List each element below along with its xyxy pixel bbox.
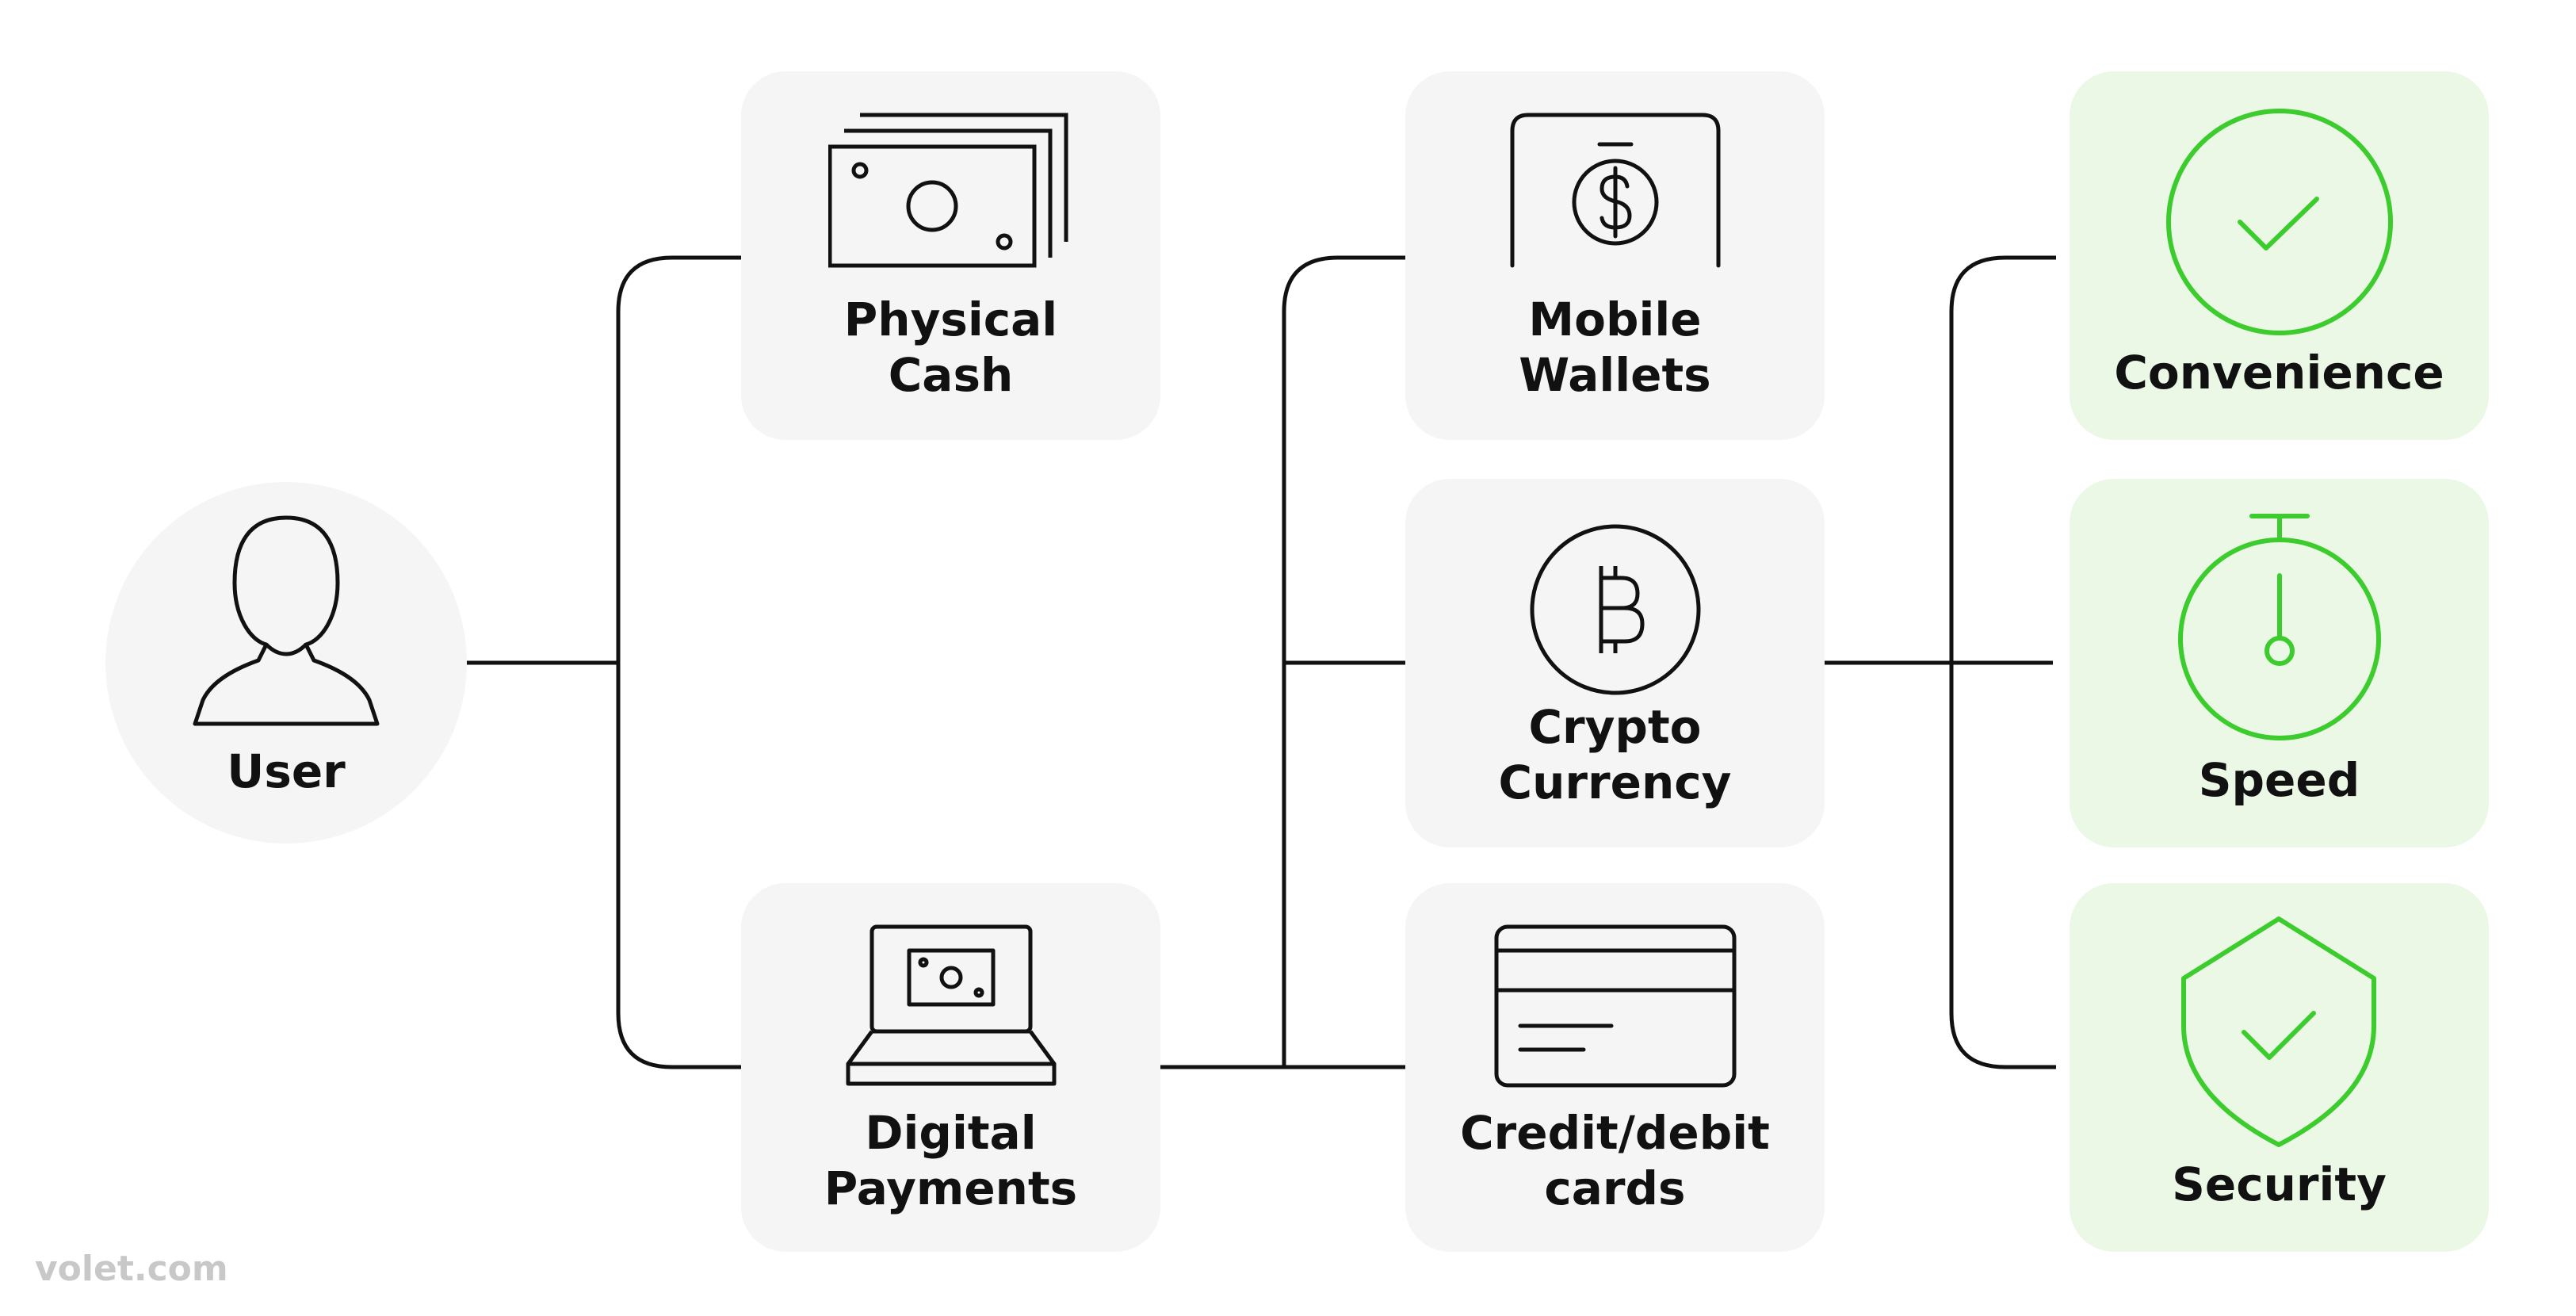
crypto-currency-node: Crypto Currency <box>1405 479 1825 847</box>
user-node: User <box>105 482 467 844</box>
security-label: Security <box>2172 1157 2387 1211</box>
user-icon <box>193 515 380 726</box>
cash-icon <box>828 113 1068 268</box>
mobile-wallets-label: Mobile Wallets <box>1519 293 1711 402</box>
credit-card-icon <box>1494 924 1737 1088</box>
security-node: Security <box>2070 883 2489 1252</box>
check-circle-icon <box>2166 109 2393 335</box>
credit-debit-cards-label: Credit/debit cards <box>1460 1106 1770 1215</box>
watermark: volet.com <box>35 1249 228 1289</box>
stopwatch-icon <box>2178 514 2381 740</box>
physical-cash-node: Physical Cash <box>741 71 1160 440</box>
bitcoin-icon <box>1530 524 1701 695</box>
digital-payments-node: Digital Payments <box>741 883 1160 1252</box>
digital-payments-label: Digital Payments <box>824 1106 1078 1215</box>
user-label: User <box>227 744 346 798</box>
convenience-label: Convenience <box>2114 346 2444 400</box>
crypto-currency-label: Crypto Currency <box>1498 700 1732 809</box>
speed-label: Speed <box>2198 753 2360 807</box>
credit-debit-cards-node: Credit/debit cards <box>1405 883 1825 1252</box>
mobile-wallets-node: Mobile Wallets <box>1405 71 1825 440</box>
convenience-node: Convenience <box>2070 71 2489 440</box>
laptop-payment-icon <box>846 924 1057 1086</box>
speed-node: Speed <box>2070 479 2489 847</box>
physical-cash-label: Physical Cash <box>843 293 1058 402</box>
shield-check-icon <box>2181 916 2376 1147</box>
mobile-wallet-icon <box>1510 113 1721 268</box>
